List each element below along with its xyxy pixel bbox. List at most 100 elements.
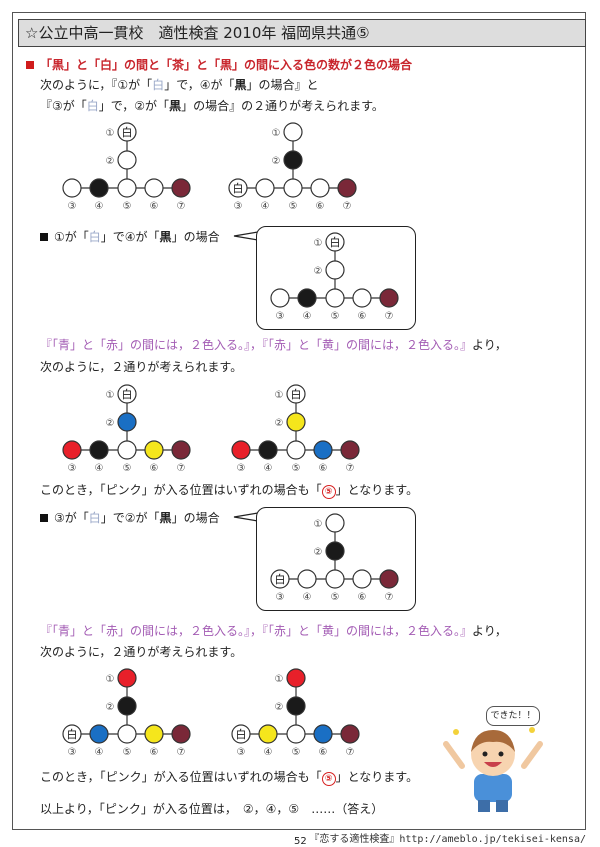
bead-6 bbox=[144, 724, 164, 744]
section-heading-text: 「黒」と「白」の間と「茶」と「黒」の間に入る色の数が２色の場合 bbox=[40, 58, 413, 72]
position-number: ⑥ bbox=[150, 463, 159, 474]
position-number: ⑥ bbox=[319, 747, 328, 758]
bead-1 bbox=[325, 232, 345, 252]
bead-3 bbox=[231, 440, 251, 460]
position-number: ⑥ bbox=[316, 201, 325, 212]
bead-7 bbox=[340, 440, 360, 460]
position-number: ⑦ bbox=[385, 592, 394, 603]
page-title: ☆公立中高一貫校 適性検査 2010年 福岡県共通⑤ bbox=[18, 19, 586, 47]
position-number: ⑦ bbox=[177, 463, 186, 474]
position-number: ② bbox=[106, 702, 115, 713]
position-number: ② bbox=[106, 418, 115, 429]
position-number: ⑦ bbox=[385, 311, 394, 322]
bead-7 bbox=[171, 178, 191, 198]
bead-2 bbox=[117, 412, 137, 432]
case-b-label: ③が「白」で②が「黒」の場合 bbox=[40, 511, 220, 525]
position-number: ④ bbox=[303, 592, 312, 603]
bead-4 bbox=[297, 288, 317, 308]
position-number: ③ bbox=[237, 747, 246, 758]
position-number: ② bbox=[314, 266, 323, 277]
position-number: ② bbox=[272, 156, 281, 167]
hint-line-1: 『「青」と「赤」の間には，２色入る。』，『「赤」と「黄」の間には，２色入る。』よ… bbox=[40, 338, 507, 352]
bead-7 bbox=[379, 569, 399, 589]
position-number: ⑤ bbox=[289, 201, 298, 212]
bead-3 bbox=[62, 724, 82, 744]
black-square-bullet-icon bbox=[40, 233, 48, 241]
bead-white-label: 白 bbox=[330, 235, 341, 249]
conclusion-1: このとき，「ピンク」が入る位置はいずれの場合も「⑤」となります。 bbox=[40, 483, 419, 499]
bead-4 bbox=[258, 440, 278, 460]
position-number: ④ bbox=[264, 463, 273, 474]
speech-bubble: できた！！ bbox=[486, 706, 540, 726]
bead-5 bbox=[117, 178, 137, 198]
bead-white-label: 白 bbox=[122, 125, 133, 139]
bead-6 bbox=[313, 724, 333, 744]
position-number: ⑥ bbox=[358, 592, 367, 603]
bead-6 bbox=[144, 440, 164, 460]
position-number: ① bbox=[106, 674, 115, 685]
bead-4 bbox=[297, 569, 317, 589]
position-number: ⑥ bbox=[150, 201, 159, 212]
bead-7 bbox=[171, 724, 191, 744]
bead-7 bbox=[171, 440, 191, 460]
position-number: ⑤ bbox=[331, 311, 340, 322]
bead-4 bbox=[89, 178, 109, 198]
position-number: ③ bbox=[276, 592, 285, 603]
bead-white-label: 白 bbox=[67, 727, 78, 741]
bead-5 bbox=[325, 288, 345, 308]
bead-3 bbox=[62, 440, 82, 460]
bead-3 bbox=[270, 569, 290, 589]
position-number: ⑥ bbox=[358, 311, 367, 322]
position-number: ④ bbox=[303, 311, 312, 322]
position-number: ③ bbox=[68, 747, 77, 758]
position-number: ⑤ bbox=[123, 463, 132, 474]
bead-3 bbox=[231, 724, 251, 744]
position-number: ⑦ bbox=[177, 201, 186, 212]
position-number: ① bbox=[275, 674, 284, 685]
position-number: ⑥ bbox=[319, 463, 328, 474]
position-number: ⑦ bbox=[177, 747, 186, 758]
bead-6 bbox=[310, 178, 330, 198]
page-frame bbox=[12, 12, 586, 830]
bead-7 bbox=[379, 288, 399, 308]
bead-6 bbox=[144, 178, 164, 198]
bead-5 bbox=[117, 440, 137, 460]
position-number: ④ bbox=[95, 747, 104, 758]
position-number: ④ bbox=[95, 201, 104, 212]
cheering-child-icon bbox=[443, 727, 543, 812]
bead-7 bbox=[340, 724, 360, 744]
position-number: ⑤ bbox=[292, 463, 301, 474]
position-number: ⑦ bbox=[346, 463, 355, 474]
two-ways-2: 次のように，２通りが考えられます。 bbox=[40, 645, 243, 659]
bead-2 bbox=[117, 696, 137, 716]
intro-line-2: 『③が「白」で，②が「黒」の場合』の２通りが考えられます。 bbox=[40, 99, 384, 113]
bead-4 bbox=[89, 724, 109, 744]
position-number: ⑦ bbox=[343, 201, 352, 212]
position-number: ⑤ bbox=[292, 747, 301, 758]
bead-3 bbox=[270, 288, 290, 308]
two-ways-1: 次のように，２通りが考えられます。 bbox=[40, 360, 243, 374]
red-square-bullet-icon bbox=[26, 61, 34, 69]
conclusion-2: このとき，「ピンク」が入る位置はいずれの場合も「⑤」となります。 bbox=[40, 770, 419, 786]
footer-credit: 『恋する適性検査』http://ameblo.jp/tekisei-kensa/ bbox=[309, 834, 586, 845]
bead-white-label: 白 bbox=[291, 387, 302, 401]
position-number: ③ bbox=[234, 201, 243, 212]
bead-2 bbox=[325, 541, 345, 561]
position-number: ② bbox=[275, 418, 284, 429]
bead-5 bbox=[286, 440, 306, 460]
bead-1 bbox=[325, 513, 345, 533]
bead-white-label: 白 bbox=[275, 572, 286, 586]
position-number: ① bbox=[272, 128, 281, 139]
position-number: ④ bbox=[264, 747, 273, 758]
position-number: ⑦ bbox=[346, 747, 355, 758]
bead-3 bbox=[228, 178, 248, 198]
bead-7 bbox=[337, 178, 357, 198]
bead-3 bbox=[62, 178, 82, 198]
